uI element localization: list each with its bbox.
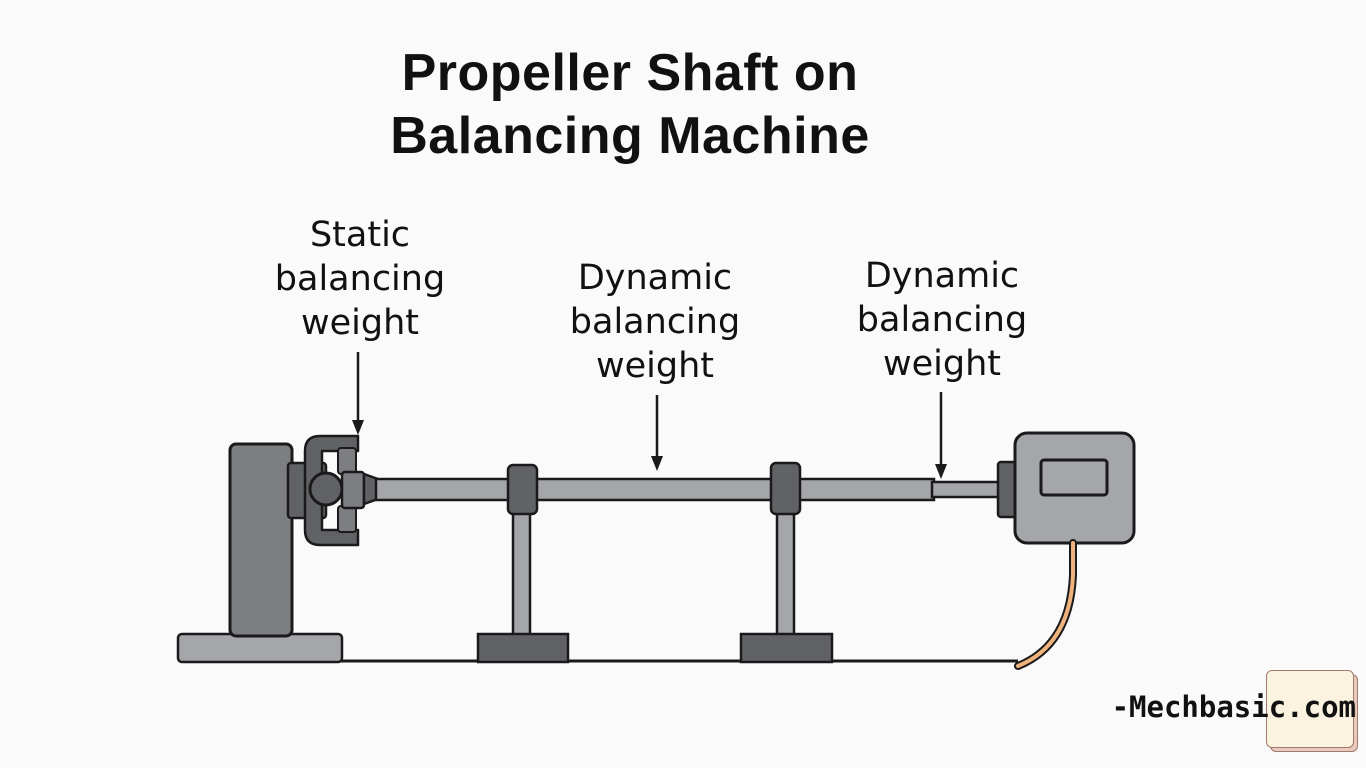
arrow-static-weight-head — [352, 420, 364, 435]
shaft-end-stub — [930, 480, 1006, 499]
label-line: weight — [595, 346, 714, 386]
left-pedestal — [228, 442, 294, 638]
universal-joint-yoke — [303, 434, 360, 547]
support-post-1 — [511, 510, 532, 638]
signal-cable-fill — [1016, 541, 1075, 668]
diagram-title: Propeller Shaft on Balancing Machine — [330, 42, 930, 168]
watermark-card — [1266, 670, 1354, 748]
label-line: Static — [309, 215, 411, 255]
support-clamp-2 — [769, 461, 802, 516]
support-clamp-1 — [506, 463, 539, 516]
sensor-display — [1039, 458, 1109, 497]
watermark: -Mechbasic.com — [1064, 668, 1360, 752]
yoke-arm-bottom — [337, 505, 357, 533]
support-base-2 — [739, 632, 834, 664]
label-line: balancing — [856, 300, 1028, 340]
label-line: balancing — [569, 302, 741, 342]
label-static-balancing-weight: Static balancing weight — [240, 213, 480, 345]
propeller-shaft-tube — [374, 477, 936, 502]
universal-joint-cross — [308, 471, 344, 507]
label-line: Dynamic — [864, 256, 1020, 296]
label-line: weight — [882, 344, 1001, 384]
label-dynamic-balancing-weight-right: Dynamic balancing weight — [822, 254, 1062, 386]
arrow-dynamic-weight-right-head — [935, 464, 947, 479]
watermark-text: -Mechbasic.com — [1111, 690, 1356, 724]
label-line: balancing — [274, 259, 446, 299]
title-line-2: Balancing Machine — [390, 107, 870, 165]
support-post-2 — [775, 510, 796, 638]
left-base-plate — [176, 632, 344, 664]
label-dynamic-balancing-weight-center: Dynamic balancing weight — [535, 256, 775, 388]
arrow-dynamic-weight-center-head — [651, 456, 663, 471]
title-line-1: Propeller Shaft on — [401, 44, 859, 102]
joint-hub — [340, 470, 366, 510]
label-line: weight — [300, 303, 419, 343]
label-line: Dynamic — [577, 258, 733, 298]
yoke-arm-top — [337, 447, 357, 475]
support-base-1 — [476, 632, 570, 664]
